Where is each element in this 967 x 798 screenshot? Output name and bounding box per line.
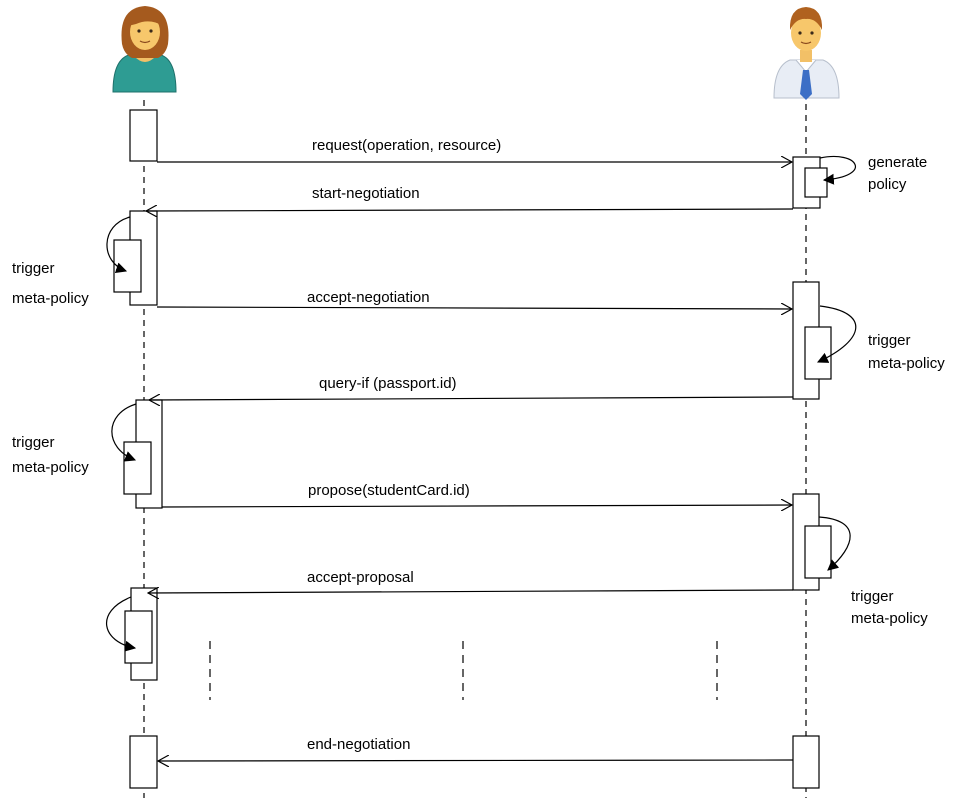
right-activation-1-nested <box>804 167 828 198</box>
label-propose: propose(studentCard.id) <box>308 482 470 499</box>
label-accept-proposal: accept-proposal <box>307 569 414 586</box>
label-accept-negotiation: accept-negotiation <box>307 289 430 306</box>
left-activation-3-nested <box>123 441 152 495</box>
note-generate-policy-line1: generate <box>868 154 927 171</box>
arrow-accept-proposal <box>148 590 794 593</box>
arrow-accept-negotiation <box>156 307 792 309</box>
note-trigger-right-3-line1: trigger <box>851 588 894 605</box>
label-start-negotiation: start-negotiation <box>312 185 420 202</box>
note-generate-policy-line2: policy <box>868 176 907 193</box>
man-avatar-icon <box>773 7 840 100</box>
note-trigger-right-3-line2: meta-policy <box>851 610 928 627</box>
self-call-left-1 <box>106 216 131 273</box>
left-activation-5 <box>129 735 158 789</box>
right-activation-3-nested <box>804 525 832 579</box>
note-trigger-right-2-line2: meta-policy <box>868 355 945 372</box>
woman-avatar-icon <box>112 6 177 93</box>
note-trigger-left-1-line2: meta-policy <box>12 290 89 307</box>
label-request: request(operation, resource) <box>312 137 501 154</box>
left-activation-2-nested <box>113 239 142 293</box>
self-call-left-4 <box>105 596 137 652</box>
self-call-generate-policy <box>819 156 857 185</box>
note-trigger-right-2-line1: trigger <box>868 332 911 349</box>
arrow-start-negotiation <box>146 209 794 211</box>
note-trigger-left-1-line1: trigger <box>12 260 55 277</box>
left-activation-1 <box>129 109 158 162</box>
label-end-negotiation: end-negotiation <box>307 736 410 753</box>
right-activation-2-nested <box>804 326 832 380</box>
note-trigger-left-3-line1: trigger <box>12 434 55 451</box>
arrow-propose <box>161 505 792 507</box>
note-trigger-left-3-line2: meta-policy <box>12 459 89 476</box>
self-call-right-2 <box>817 305 857 363</box>
label-query-if: query-if (passport.id) <box>319 375 457 392</box>
arrow-end-negotiation <box>158 760 794 761</box>
right-activation-4 <box>792 735 820 789</box>
arrow-query-if <box>149 397 794 400</box>
self-call-left-3 <box>111 403 137 462</box>
left-activation-4-nested <box>124 610 153 664</box>
self-call-right-3 <box>818 516 851 571</box>
